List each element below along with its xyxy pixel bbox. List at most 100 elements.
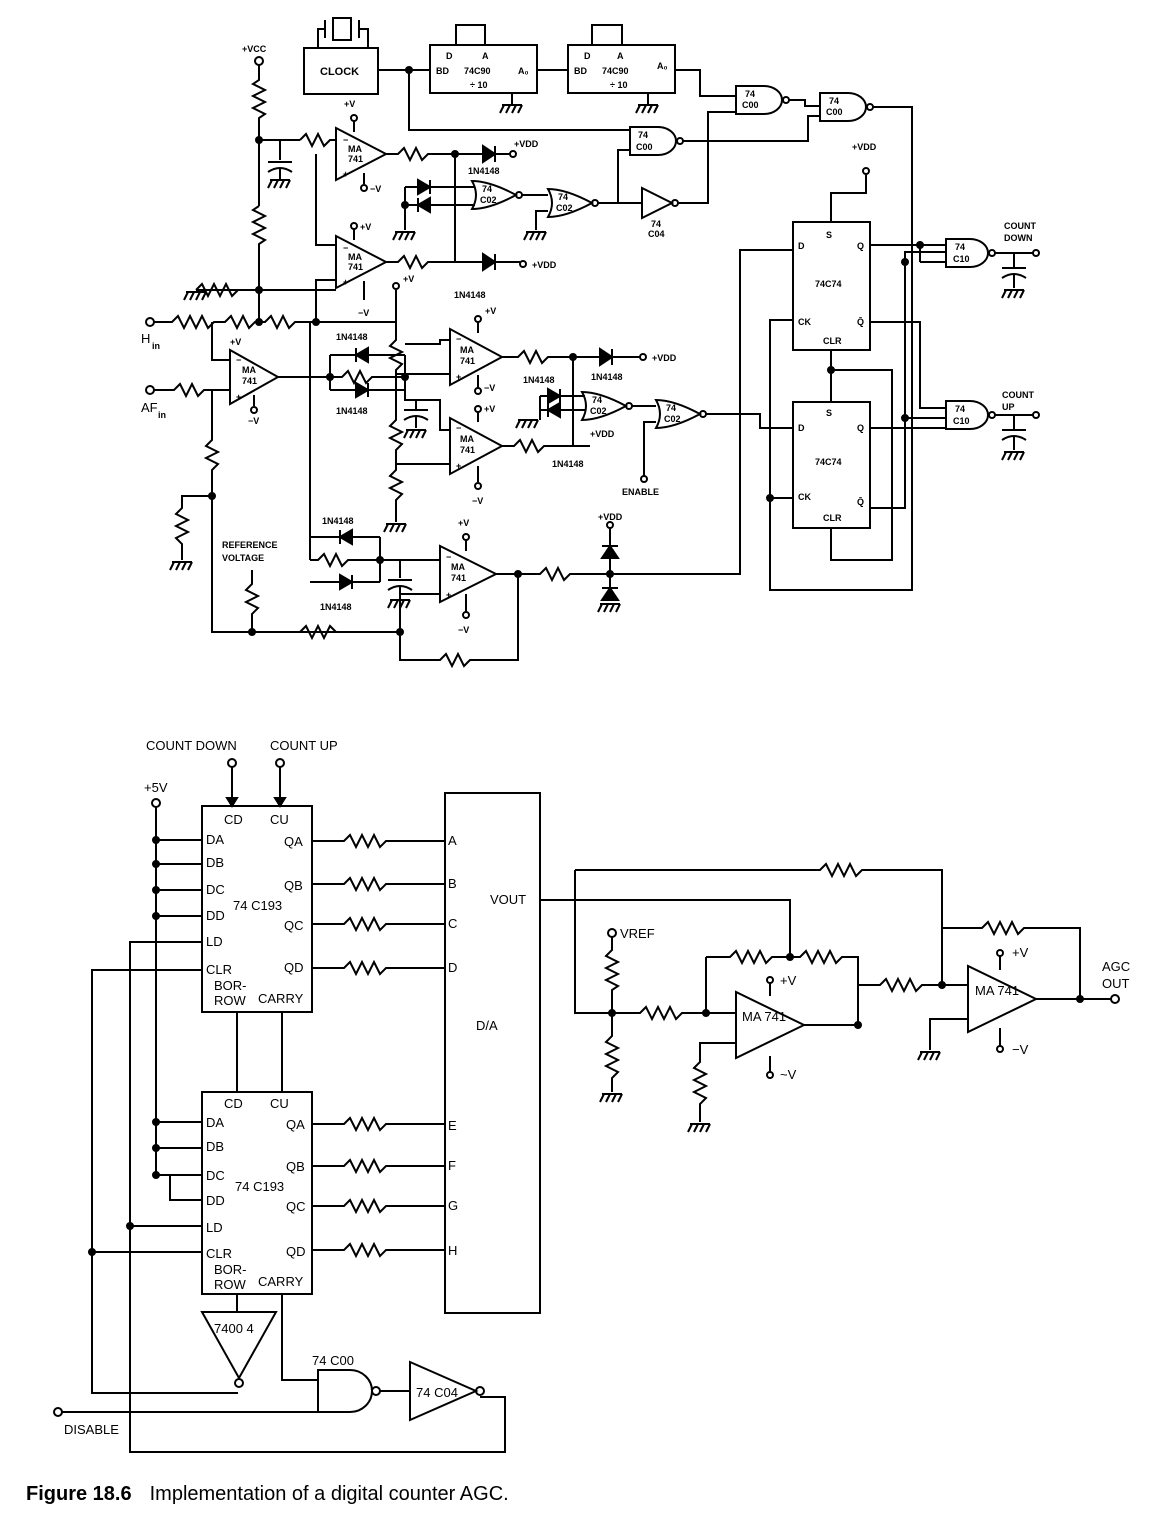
c1-cd: CD [224,812,243,827]
svg-text:CK: CK [798,317,811,327]
svg-text:−: − [343,135,348,145]
vref-label: VREF [620,926,655,941]
svg-text:741: 741 [460,356,475,366]
svg-text:MA: MA [242,365,256,375]
nor-gate-c: 74 C02 [580,390,633,422]
svg-text:CLR: CLR [823,336,842,346]
nand-74c00-label: 74 C00 [312,1353,354,1368]
bottom-circuit: COUNT DOWN COUNT UP +5V CD CU DA DB DC D… [53,738,1130,1453]
c2-dd: DD [206,1193,225,1208]
dac-block: A B C D D/A VOUT E F G H [444,792,541,1314]
op5-pv: +V [484,404,495,414]
svg-text:741: 741 [451,573,466,583]
c1-cu: CU [270,812,289,827]
h-in-label: H [141,331,150,346]
svg-text:D: D [584,51,591,61]
op1-nv: −V [370,184,381,194]
h-in-sub: in [152,341,160,351]
op4-nv: −V [484,383,495,393]
svg-text:S: S [826,408,832,418]
svg-text:741: 741 [460,445,475,455]
svg-text:74: 74 [666,403,676,413]
c1-part: 74 C193 [233,898,282,913]
c1-carry: CARRY [258,991,304,1006]
svg-text:C02: C02 [664,414,681,424]
c1-dc: DC [206,882,225,897]
vdd-5: +VDD [598,512,623,522]
svg-text:C02: C02 [590,406,607,416]
svg-text:−: − [456,334,461,344]
svg-text:C00: C00 [742,100,759,110]
svg-text:74: 74 [482,184,492,194]
svg-text:741: 741 [242,376,257,386]
counter1-part: 74C90 [464,66,491,76]
count-down-top-1: COUNT [1004,221,1036,231]
inverter-7400-label: 7400 4 [214,1321,254,1336]
nand-gate-c: 74 C00 [629,126,684,156]
svg-text:MA: MA [348,252,362,262]
op6-nv: −V [458,625,469,635]
vdd-3: +VDD [652,353,677,363]
inverter-top: 74 C04 [641,186,679,239]
opamp-6: − + MA 741 +V −V [439,518,499,635]
op2-nv: −V [358,308,369,318]
op1-pv: +V [344,99,355,109]
dac-in-c: C [448,916,457,931]
af-in-label: AF [141,400,158,415]
svg-text:74: 74 [638,130,648,140]
svg-text:MA: MA [460,434,474,444]
svg-text:Q̄: Q̄ [857,317,864,327]
dac-in-b: B [448,876,457,891]
diode-label-6: 1N4148 [523,375,555,385]
flipflop-bottom: D S Q 74C74 CK Q̄ CLR [792,401,871,529]
c2-clr: CLR [206,1246,232,1261]
dac-in-d: D [448,960,457,975]
svg-text:741: 741 [348,154,363,164]
dac-vout: VOUT [490,892,526,907]
svg-text:74: 74 [592,395,602,405]
opamp-1: − + MA 741 +V −V [335,99,389,194]
c2-qa: QA [286,1117,305,1132]
svg-text:A₀: A₀ [657,61,668,71]
svg-text:741: 741 [348,262,363,272]
svg-text:C10: C10 [953,254,970,264]
c2-qb: QB [286,1159,305,1174]
counter2-div: ÷ 10 [610,80,627,90]
c2-bor1: BOR- [214,1262,247,1277]
c1-ld: LD [206,934,223,949]
svg-text:+: + [343,277,348,287]
c2-ld: LD [206,1220,223,1235]
diode-label-5: 1N4148 [591,372,623,382]
nand3-count-down: 74 C10 [945,238,996,268]
svg-text:−: − [446,552,451,562]
crystal-oscillator [317,17,369,48]
ff2-part: 74C74 [815,457,842,467]
svg-text:74: 74 [558,192,568,202]
dac-in-g: G [448,1198,458,1213]
counter-74c193-1: CD CU DA DB DC DD LD CLR BOR- ROW CARRY … [201,805,313,1013]
svg-text:MA: MA [348,144,362,154]
nand-74c00: 74 C00 [312,1353,381,1413]
svg-text:+: + [446,590,451,600]
c2-part: 74 C193 [235,1179,284,1194]
c2-cd: CD [224,1096,243,1111]
ff1-part: 74C74 [815,279,842,289]
nand-gate-a: 74 C00 [735,85,790,115]
op-b2-pv: +V [1012,945,1029,960]
opamp-bottom-2: MA 741 +V −V [967,945,1039,1057]
c1-bor2: ROW [214,993,247,1008]
svg-text:BD: BD [436,66,449,76]
count-up-label: COUNT UP [270,738,338,753]
counter1-div: ÷ 10 [470,80,487,90]
svg-text:S: S [826,230,832,240]
c2-bor2: ROW [214,1277,247,1292]
div-pv: +V [403,274,414,284]
c2-db: DB [206,1139,224,1154]
figure-number: Figure 18.6 [26,1483,132,1505]
dac-in-f: F [448,1158,456,1173]
inverter-7400: 7400 4 [200,1311,278,1388]
flipflop-top: D S Q 74C74 CK Q̄ CLR [792,221,871,351]
svg-text:−: − [236,355,241,365]
svg-text:+: + [456,461,461,471]
